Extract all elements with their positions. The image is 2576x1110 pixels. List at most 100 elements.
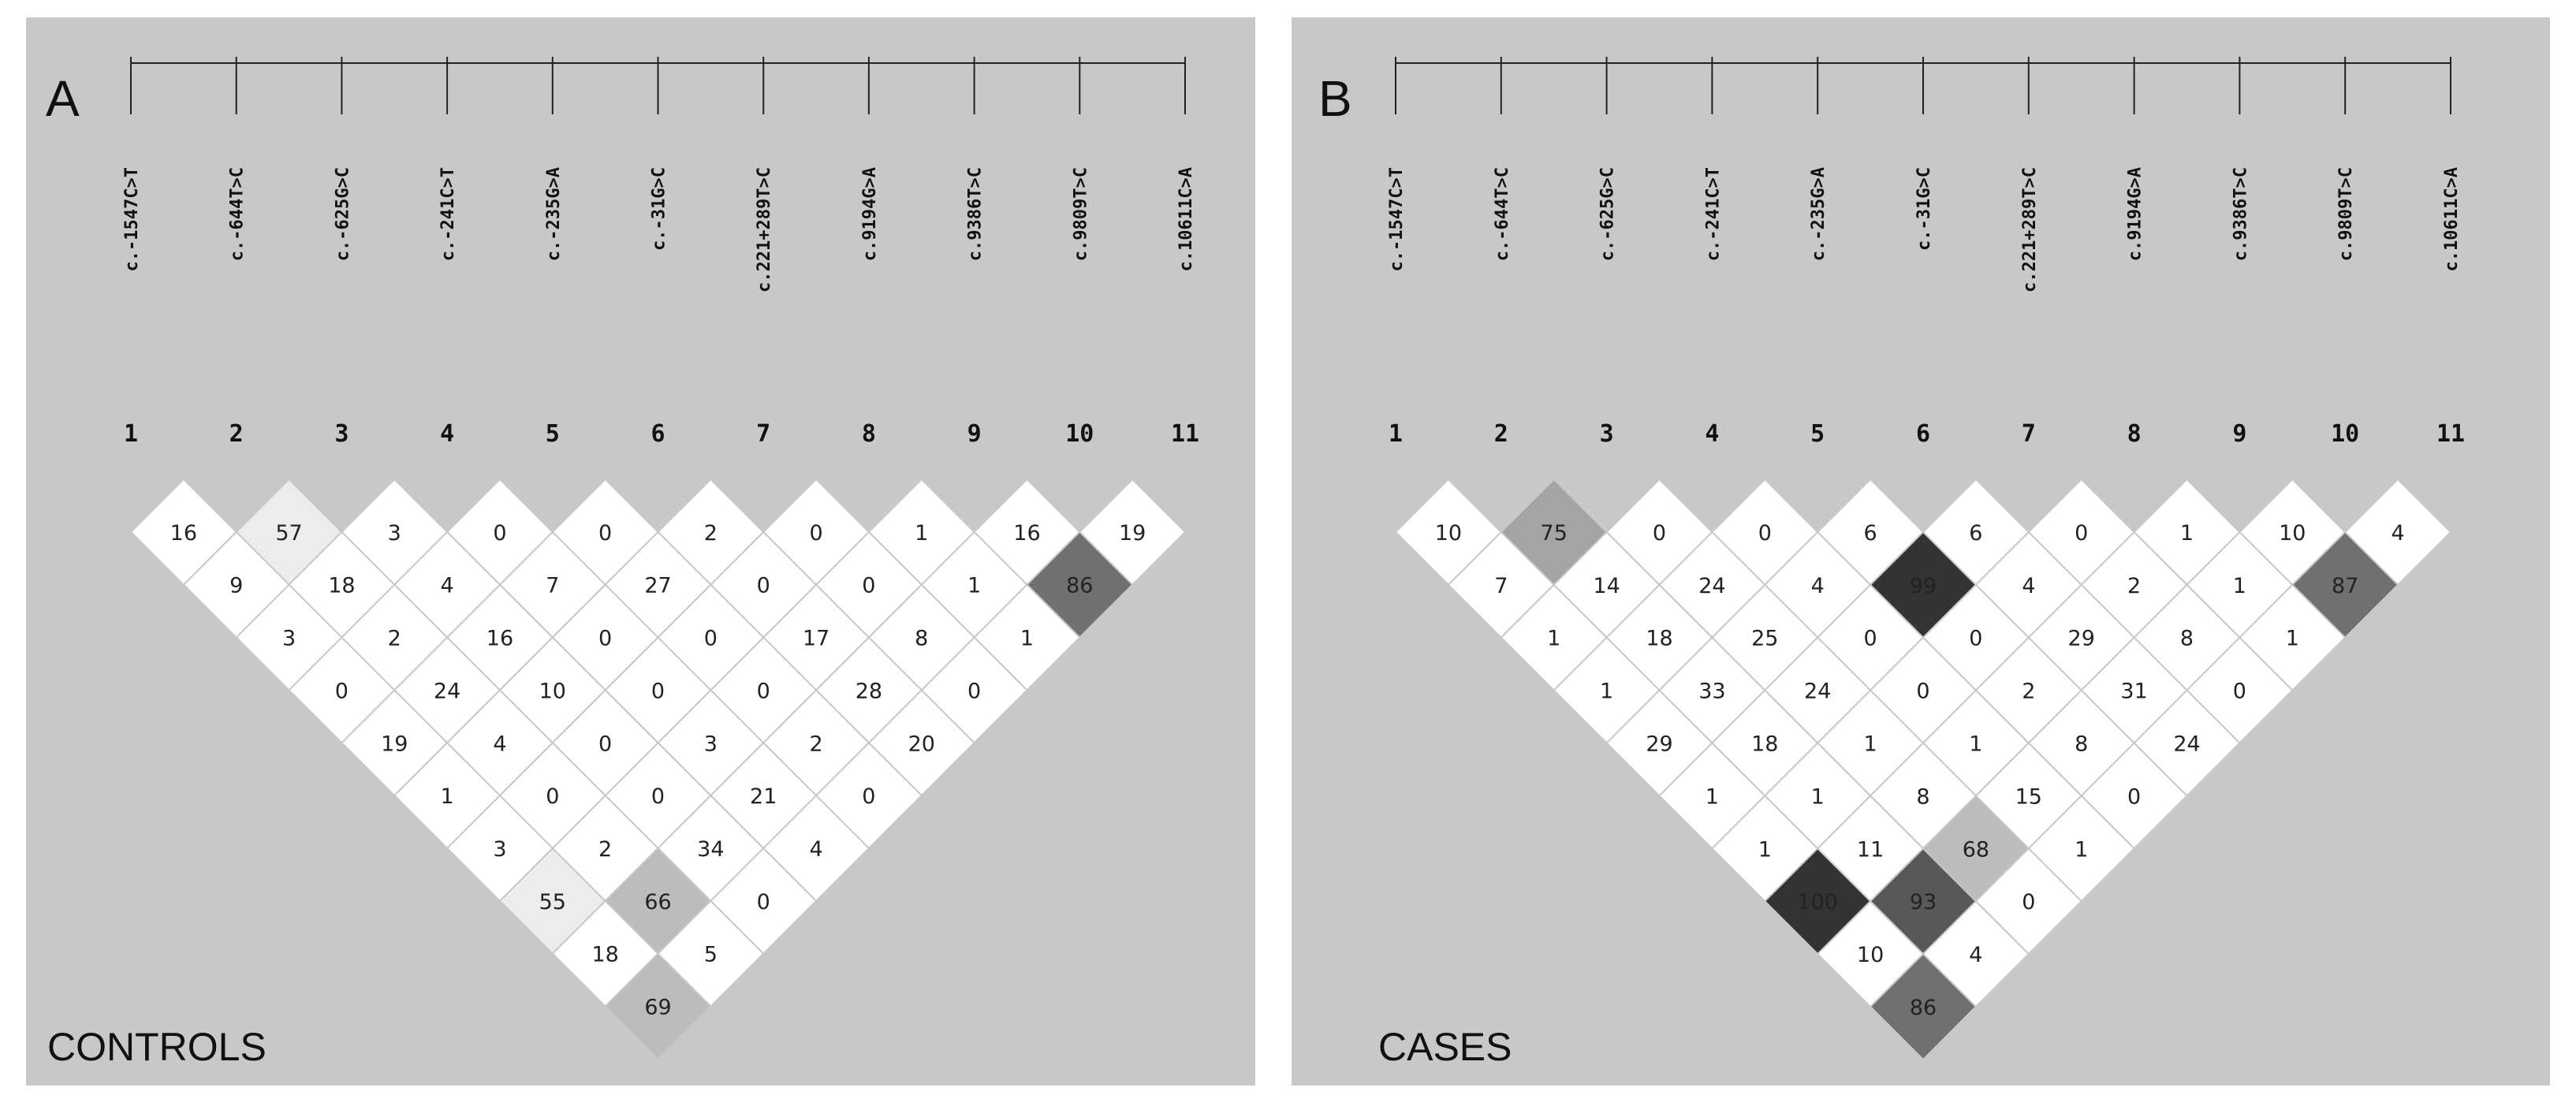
ld-value: 1 [1706,784,1719,809]
ld-value: 7 [546,574,559,598]
ld-value: 14 [1593,574,1620,598]
ld-value: 2 [598,837,612,862]
ld-value: 66 [644,890,671,914]
ld-value: 1 [1020,627,1034,651]
ld-value: 1 [1864,732,1877,757]
ld-value: 0 [1969,627,1982,651]
ld-value: 8 [2075,732,2088,757]
ld-value: 24 [1698,574,1725,598]
ld-value: 31 [2120,680,2147,704]
ld-value: 0 [546,784,559,809]
marker-index: 9 [2232,420,2246,448]
ld-value: 0 [2022,890,2035,914]
snp-label: c.10611C>A [2442,167,2462,271]
ld-value: 0 [335,679,349,703]
marker-index: 3 [334,420,349,448]
ld-value: 11 [1857,837,1884,862]
ld-value: 1 [1969,732,1982,757]
marker-index: 6 [651,420,665,448]
ld-value: 24 [434,679,460,703]
ld-value: 8 [1916,784,1929,809]
ld-value: 2 [2022,680,2035,704]
ld-value: 0 [2075,521,2088,546]
ld-value: 86 [1910,996,1937,1020]
marker-index: 2 [229,420,244,448]
ld-value: 3 [282,627,296,651]
ld-value: 16 [486,627,513,651]
snp-label: c.-241C>T [1703,167,1723,261]
panel-letter: A [46,70,80,127]
snp-label: c.9809T>C [2336,167,2356,261]
ld-value: 21 [750,784,777,809]
snp-label: c.9194G>A [860,167,880,261]
snp-label: c.221+289T>C [755,167,774,292]
ld-value: 16 [170,521,197,546]
snp-label: c.221+289T>C [2020,167,2040,292]
snp-label: c.9194G>A [2126,167,2145,261]
ld-value: 10 [1857,943,1884,967]
marker-index: 5 [1810,420,1825,448]
ld-value: 57 [275,521,302,546]
ld-value: 10 [2279,521,2306,546]
marker-index: 9 [967,420,982,448]
ld-value: 0 [757,574,770,598]
ld-value: 17 [803,627,829,651]
marker-index: 7 [2022,420,2036,448]
snp-label: c.-1547C>T [1387,167,1407,271]
ld-value: 0 [1864,627,1877,651]
ld-value: 20 [908,732,935,756]
ld-value: 2 [809,732,822,756]
ld-value: 10 [1435,521,1462,546]
ld-value: 29 [1646,732,1672,757]
panel-b: BCASESc.-1547C>T1c.-644T>C2c.-625G>C3c.-… [1292,17,2550,1086]
ld-value: 0 [967,679,981,703]
ld-value: 4 [2391,521,2405,546]
ld-value: 5 [704,943,718,967]
snp-label: c.-235G>A [544,167,564,261]
ld-value: 1 [441,784,454,809]
ld-value: 18 [591,943,618,967]
ld-value: 6 [1969,521,1982,546]
ld-value: 1 [2233,574,2246,598]
ld-value: 0 [1758,521,1772,546]
ld-value: 1 [1547,627,1560,651]
ld-value: 0 [651,784,665,809]
snp-label: c.10611C>A [1176,167,1196,271]
ld-value: 0 [1916,680,1929,704]
snp-label: c.-644T>C [228,167,248,261]
snp-label: c.9386T>C [2231,167,2250,261]
ld-value: 1 [2075,837,2088,862]
ld-value: 8 [2180,627,2194,651]
ld-value: 15 [2015,784,2042,809]
ld-value: 19 [1119,521,1146,546]
ld-value: 0 [598,521,612,546]
ld-value: 1 [1811,784,1825,809]
snp-label: c.9809T>C [1071,167,1090,261]
ld-value: 0 [862,784,875,809]
snp-label: c.-644T>C [1493,167,1512,261]
ld-value: 24 [2173,732,2200,757]
ld-value: 7 [1494,574,1508,598]
ld-value: 55 [539,890,566,914]
ld-value: 0 [651,679,665,703]
snp-label: c.-235G>A [1809,167,1829,261]
ld-value: 1 [967,574,981,598]
group-label: CASES [1378,1025,1512,1069]
ld-value: 9 [229,574,243,598]
ld-value: 1 [2286,627,2299,651]
marker-index: 11 [1171,420,1199,448]
marker-index: 1 [124,420,138,448]
marker-index: 4 [1705,420,1719,448]
ld-value: 16 [1013,521,1040,546]
ld-value: 8 [915,627,928,651]
marker-index: 5 [546,420,560,448]
ld-value: 33 [1698,680,1725,704]
marker-index: 8 [862,420,876,448]
ld-value: 1 [915,521,928,546]
ld-value: 4 [2022,574,2035,598]
ld-value: 2 [704,521,718,546]
ld-cell [1869,952,1978,1061]
ld-value: 24 [1804,680,1831,704]
snp-label: c.-625G>C [333,167,352,261]
ld-value: 0 [2233,680,2246,704]
